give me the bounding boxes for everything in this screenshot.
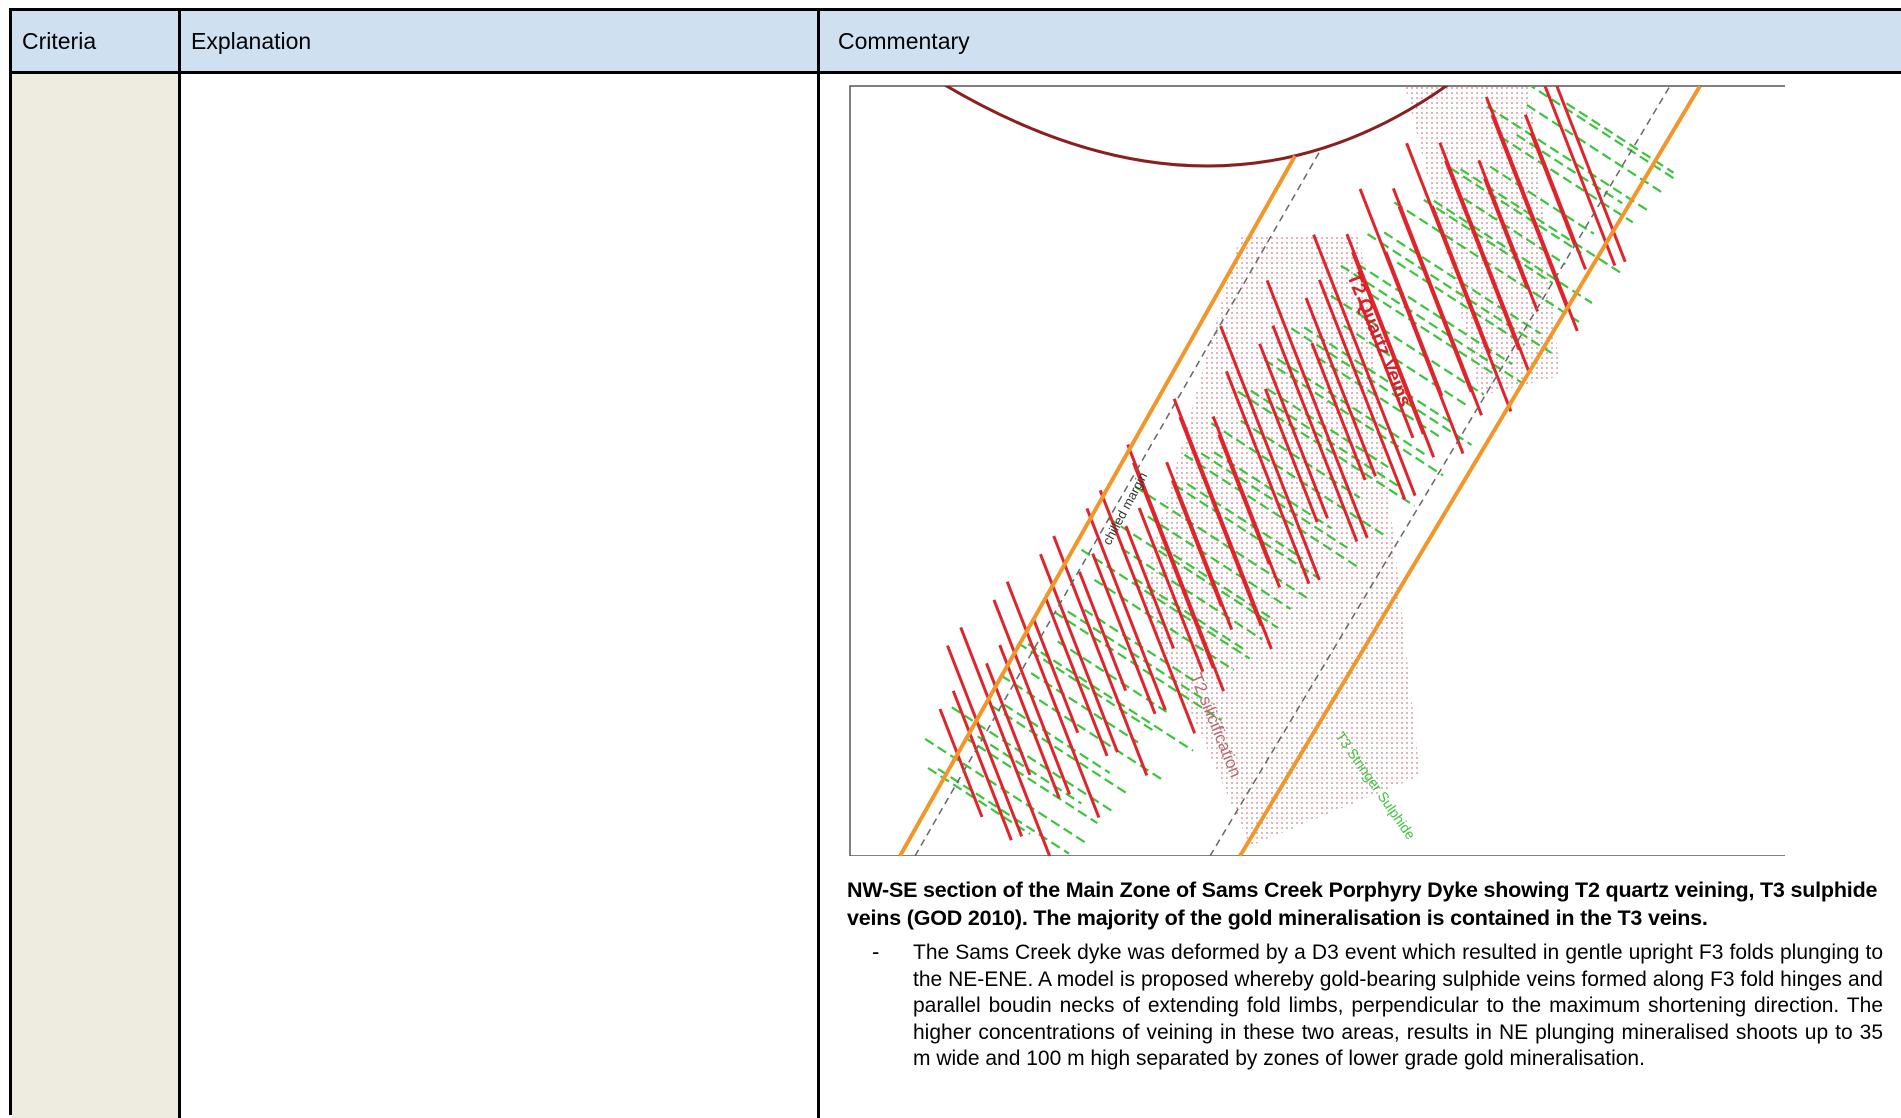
- t2-quartz-vein: [938, 708, 984, 818]
- t3-sulphide-vein: [1147, 515, 1292, 610]
- t3-sulphide-vein: [1343, 324, 1469, 407]
- header-commentary: Commentary: [838, 28, 970, 54]
- t2-quartz-vein: [1052, 535, 1149, 776]
- chilled-margin-line: [914, 150, 1321, 856]
- t3-sulphide-vein: [1526, 104, 1662, 193]
- t2-quartz-vein: [1384, 251, 1444, 397]
- t3-sulphide-vein: [1396, 261, 1526, 346]
- t3-sulphide-vein: [1183, 453, 1359, 568]
- t3-sulphide-vein: [990, 704, 1127, 794]
- cross-section-figure: T2 Quartz Veins chilled margin T2 silici…: [840, 76, 1789, 857]
- t2-quartz-vein: [1484, 96, 1579, 332]
- figure-caption: NW-SE section of the Main Zone of Sams C…: [847, 878, 1878, 930]
- t2-quartz-vein: [1172, 398, 1273, 650]
- cross-section-diagram: T2 Quartz Veins chilled margin T2 silici…: [849, 85, 1789, 857]
- t3-sulphide-vein: [937, 768, 1070, 855]
- t2-quartz-vein: [1258, 343, 1329, 519]
- t3-sulphide-vein: [1529, 86, 1678, 182]
- t2-silicification-zone: [1405, 86, 1560, 396]
- dyke-margin-west: [898, 155, 1297, 856]
- t3-sulphide-vein: [1303, 326, 1457, 427]
- header-explanation: Explanation: [191, 28, 312, 54]
- t2-quartz-vein: [1265, 279, 1369, 539]
- t2-quartz-vein: [946, 645, 1024, 837]
- t3-sulphide-vein: [1423, 198, 1554, 285]
- t3-sulphide-vein: [1017, 642, 1155, 732]
- t2-quartz-vein: [1137, 507, 1205, 673]
- t3-sulphide-vein: [1366, 233, 1552, 354]
- t3-sulphide-vein: [1030, 672, 1139, 744]
- t3-sulphide-vein: [1003, 703, 1111, 774]
- t2-quartz-vein: [1391, 187, 1483, 416]
- t3-sulphide-vein: [1027, 643, 1194, 752]
- t2-quartz-vein: [951, 690, 1013, 841]
- bullet-marker: -: [872, 939, 880, 964]
- t2-quartz-vein: [1078, 571, 1128, 692]
- t2-quartz-vein: [1126, 444, 1225, 692]
- commentary-table: Criteria Explanation Commentary: [9, 8, 1901, 1118]
- t2-quartz-vein: [1312, 234, 1417, 497]
- t2-quartz-vein: [1317, 279, 1407, 500]
- t3-sulphide-vein: [1489, 165, 1595, 235]
- t3-sulphide-vein: [1449, 167, 1582, 254]
- t2-quartz-vein: [1438, 142, 1531, 374]
- t2-quartz-vein: [985, 662, 1032, 776]
- t2-quartz-vein: [1310, 342, 1367, 481]
- t3-sulphide-vein: [1067, 610, 1207, 702]
- fold-trace: [943, 86, 1449, 168]
- t2-quartz-vein: [992, 599, 1071, 795]
- t2-quartz-vein: [1225, 370, 1311, 585]
- t3-sulphide-vein: [1186, 482, 1304, 560]
- t2-quartz-vein: [1091, 553, 1157, 715]
- t3-sulphide-vein: [1266, 388, 1389, 469]
- header-criteria: Criteria: [22, 28, 97, 54]
- t3-sulphide-vein: [1462, 197, 1567, 266]
- t3-sulphide-vein: [1240, 419, 1361, 499]
- table-header-row: Criteria Explanation Commentary: [12, 11, 1901, 74]
- t2-quartz-vein: [1124, 525, 1175, 650]
- t3-sulphide-vein: [1210, 422, 1387, 538]
- t2-silicification-zone: [1140, 236, 1420, 846]
- t3-sulphide-vein: [1133, 577, 1247, 652]
- column-divider: [817, 11, 820, 1118]
- t2-quartz-vein: [1165, 461, 1234, 631]
- t3-sulphide-vein: [1054, 611, 1223, 722]
- t3-sulphide-vein: [1330, 294, 1485, 396]
- t2-quartz-vein: [1005, 581, 1101, 819]
- t3-sulphide-vein: [1290, 327, 1473, 446]
- t2-quartz-vein: [1263, 388, 1319, 523]
- t2-quartz-vein: [1356, 296, 1415, 439]
- t3-sulphide-vein: [964, 736, 1098, 825]
- chilled-margin-line: [1209, 86, 1671, 856]
- t3-sulphide-vein: [1173, 483, 1320, 580]
- t2-quartz-vein: [1543, 86, 1617, 267]
- t2-quartz-vein: [1044, 598, 1109, 757]
- t2-quartz-vein: [1271, 325, 1359, 543]
- t3-sulphide-vein: [1237, 390, 1416, 507]
- criteria-cell: [12, 74, 181, 1118]
- t2-quartz-vein: [1555, 86, 1627, 263]
- t2-quartz-vein: [1345, 233, 1436, 458]
- t2-quartz-vein: [1477, 159, 1540, 313]
- t3-sulphide-vein: [1499, 135, 1634, 224]
- t2-quartz-vein: [1304, 297, 1377, 477]
- t2-quartz-vein: [1430, 205, 1492, 355]
- dyke-margin-east: [1238, 86, 1702, 856]
- t2-quartz-vein: [959, 626, 1052, 856]
- t3-sulphide-vein: [1516, 134, 1623, 205]
- t3-sulphide-vein: [1107, 517, 1279, 630]
- t2-quartz-vein: [1098, 489, 1197, 734]
- t2-quartz-vein: [998, 644, 1061, 799]
- commentary-paragraph: The Sams Creek dyke was deformed by a D3…: [913, 941, 1883, 1070]
- t2-quartz-vein: [1085, 507, 1167, 711]
- t3-sulphide-vein: [1369, 293, 1497, 377]
- t3-sulphide-vein: [1486, 105, 1650, 212]
- column-divider: [178, 11, 181, 1118]
- t2-quartz-vein: [1211, 415, 1282, 589]
- t3-sulphide-vein: [1120, 547, 1263, 641]
- t2-quartz-vein: [1219, 325, 1321, 581]
